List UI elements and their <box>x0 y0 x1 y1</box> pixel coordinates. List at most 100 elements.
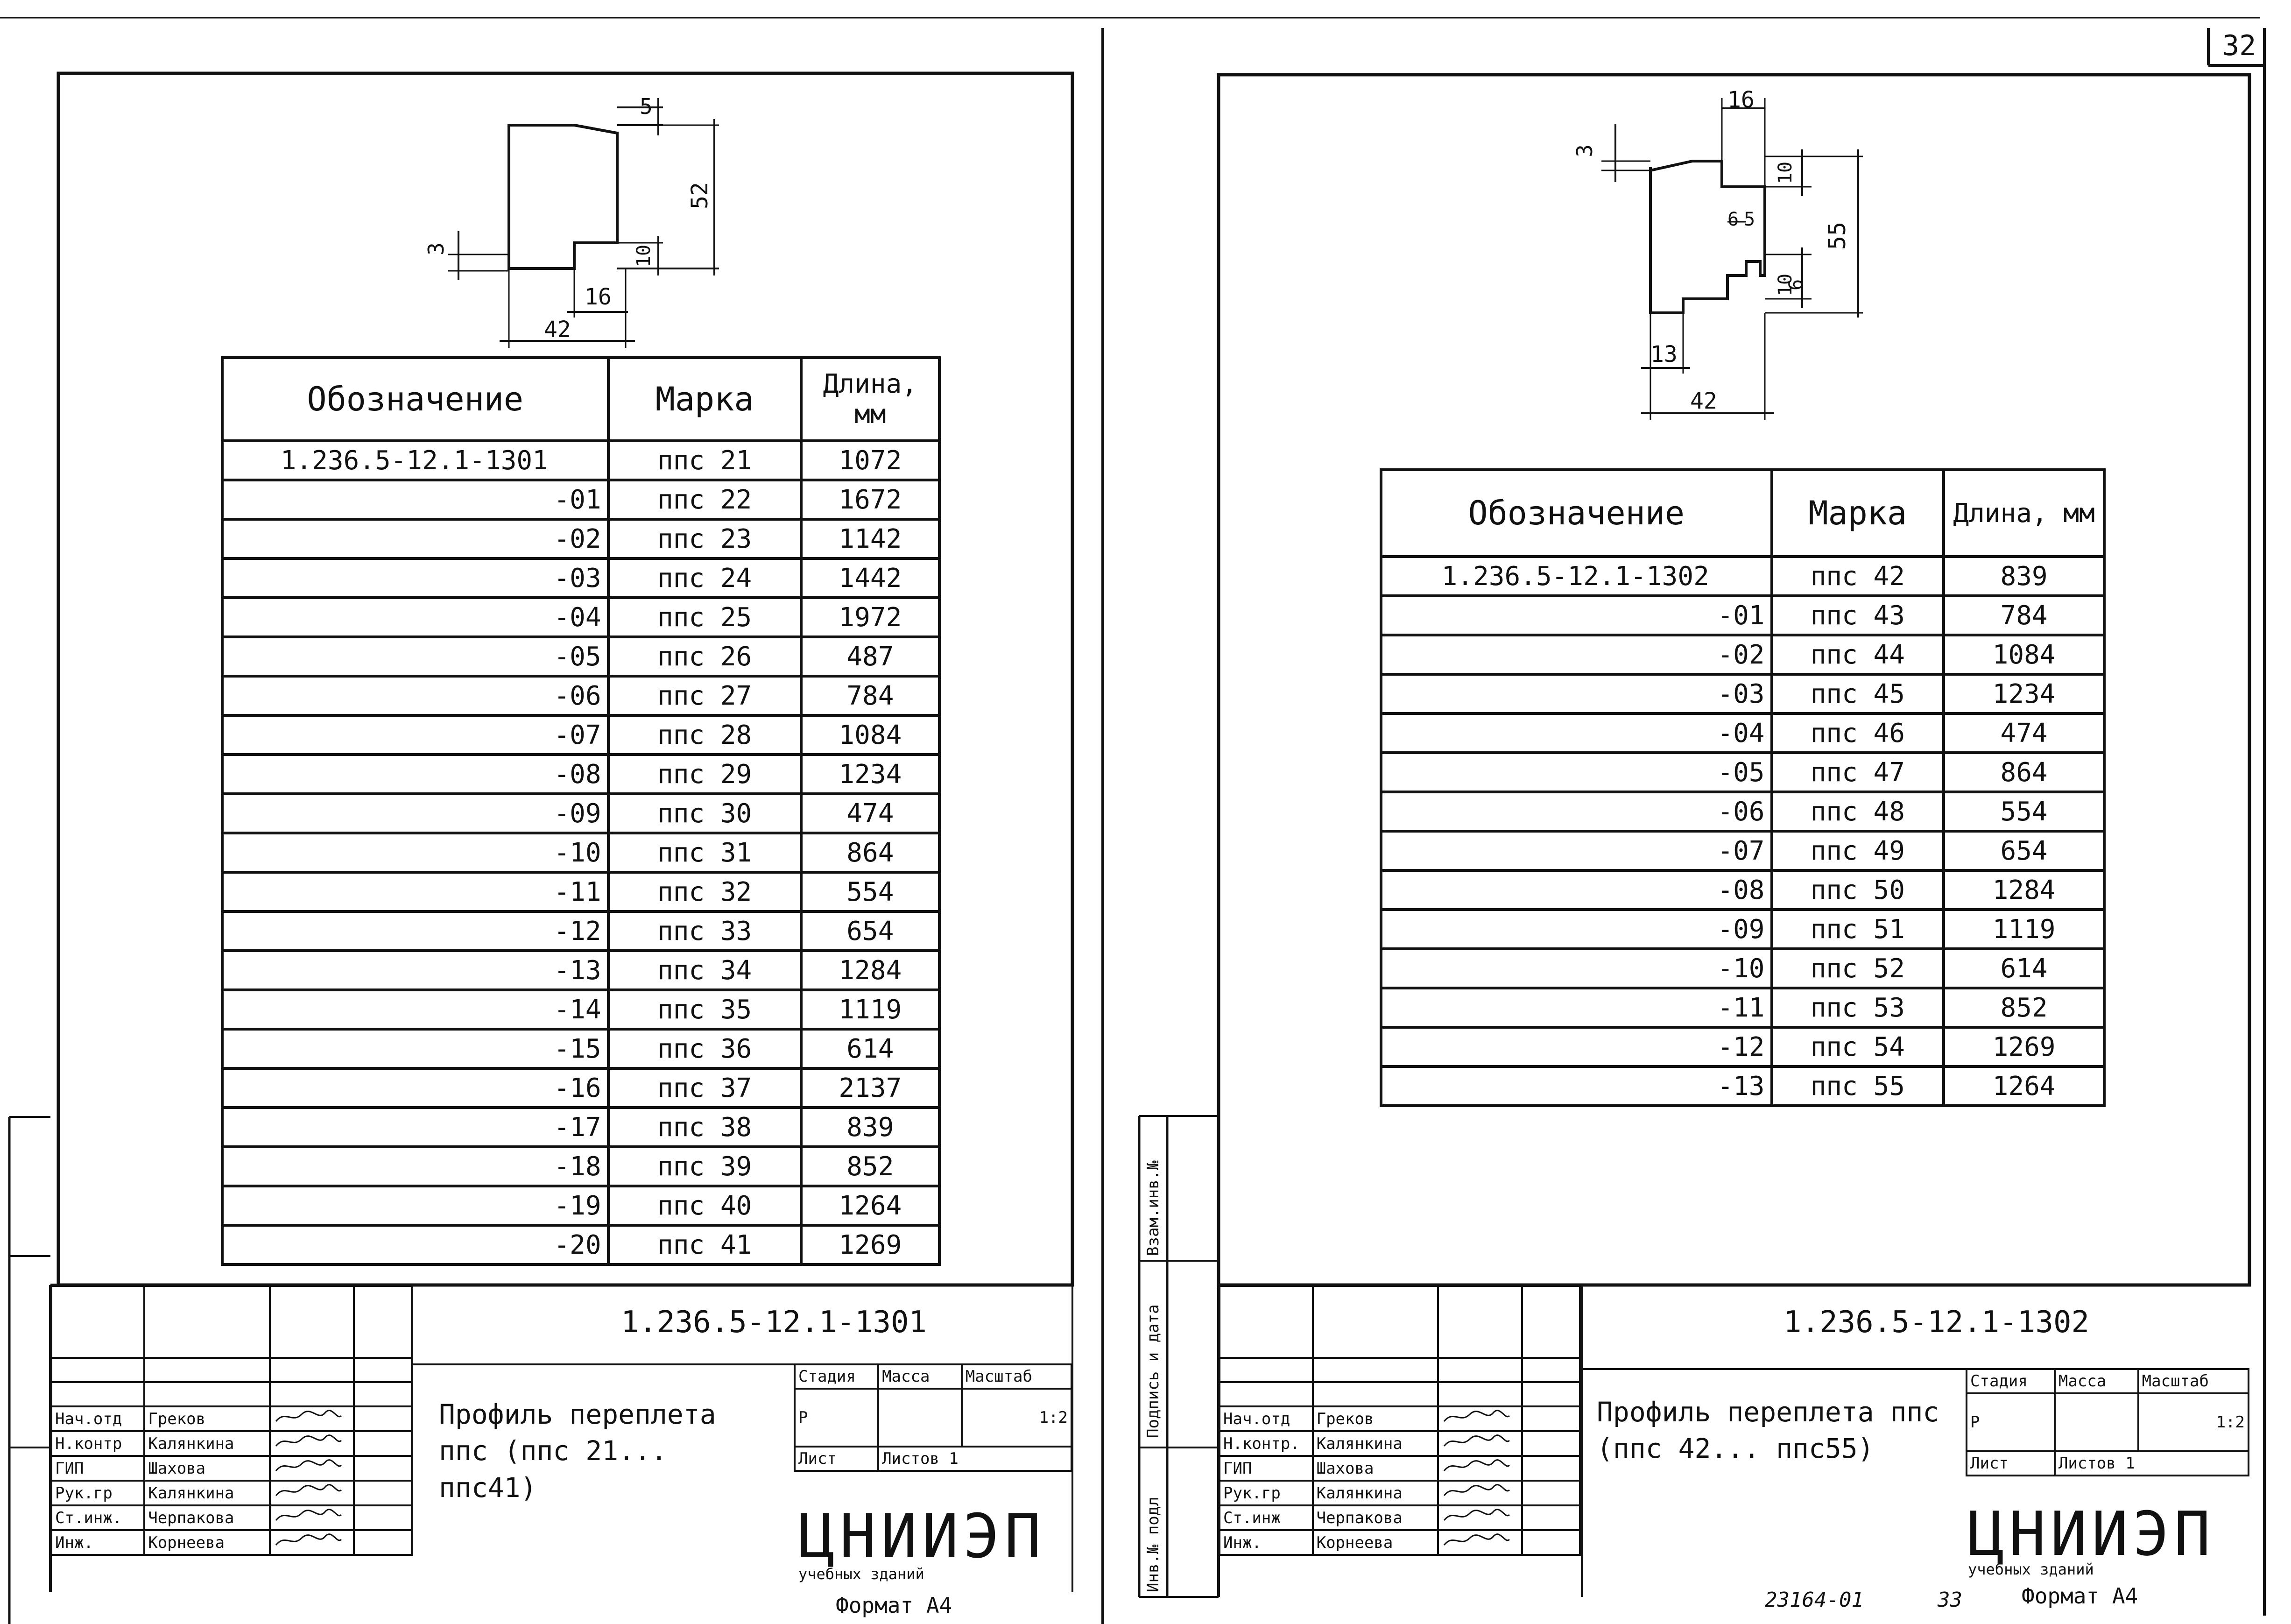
archive-number: 23164-01 <box>1765 1588 1864 1612</box>
name-cell: Греков <box>1311 1405 1439 1432</box>
cell-designation: -11 <box>221 871 610 913</box>
cell-designation: -03 <box>1380 673 1773 715</box>
name-cell: Корнеева <box>143 1529 271 1556</box>
header-length: Длина, мм <box>1942 468 2106 558</box>
cell-length: 784 <box>1942 594 2106 636</box>
cell-length: 852 <box>1942 987 2106 1029</box>
archive-page: 33 <box>1938 1588 1962 1612</box>
cell-mark: ппс 45 <box>1770 673 1946 715</box>
dim-small-w2: 5 <box>1744 209 1755 230</box>
dim-slot-height: 10 <box>633 244 655 268</box>
right-doc-code: 1.236.5-12.1-1302 <box>1783 1305 2090 1340</box>
cell-mark: ппс 44 <box>1770 634 1946 676</box>
left-spec-table: Обозначение Марка Длина, мм 1.236.5-12.1… <box>221 356 941 1266</box>
cell-length: 1084 <box>799 714 941 756</box>
cell-length: 839 <box>799 1106 941 1148</box>
cell-mark: ппс 28 <box>606 714 803 756</box>
cell-length: 1119 <box>799 989 941 1031</box>
stage-label: Стадия <box>793 1363 880 1390</box>
name-cell: Калянкина <box>143 1480 271 1506</box>
cell-mark: ппс 33 <box>606 910 803 952</box>
cell-designation: 1.236.5-12.1-1301 <box>221 439 610 481</box>
signature-cell <box>269 1430 355 1457</box>
cell-length: 1269 <box>799 1224 941 1266</box>
signature-cell <box>1437 1529 1523 1556</box>
cell-mark: ппс 53 <box>1770 987 1946 1029</box>
cell-designation: -05 <box>1380 751 1773 793</box>
date-cell <box>1521 1430 1581 1457</box>
cell-length: 1264 <box>799 1185 941 1227</box>
name-cell: Шахова <box>143 1455 271 1482</box>
cell-designation: -13 <box>221 949 610 991</box>
signature-cell <box>269 1529 355 1556</box>
cell-designation: -07 <box>221 714 610 756</box>
date-cell <box>352 1455 413 1482</box>
dim-top-width: 16 <box>1727 87 1755 113</box>
cell-designation: -04 <box>1380 712 1773 754</box>
cell-length: 1234 <box>1942 673 2106 715</box>
signature-row: Инж.Корнеева <box>1219 1529 1581 1556</box>
cell-length: 614 <box>1942 947 2106 989</box>
cell-mark: ппс 43 <box>1770 594 1946 636</box>
cell-mark: ппс 47 <box>1770 751 1946 793</box>
stage-value: Р <box>1966 1392 2056 1452</box>
cell-designation: -10 <box>221 832 610 874</box>
cell-length: 1142 <box>799 518 941 560</box>
cell-mark: ппс 25 <box>606 596 803 638</box>
cell-length: 487 <box>799 635 941 678</box>
handwritten-signature <box>1444 1509 1510 1521</box>
sheets-label: Листов 1 <box>2053 1450 2250 1476</box>
cell-designation: -16 <box>221 1067 610 1109</box>
signature-row: Ст.инж.Черпакова <box>50 1504 413 1531</box>
date-cell <box>1521 1529 1581 1556</box>
side-label-replaced: Взам.инв.№ <box>1144 1160 1163 1256</box>
cell-length: 1269 <box>1942 1026 2106 1068</box>
cell-length: 1084 <box>1942 634 2106 676</box>
role-cell: Рук.гр <box>50 1480 146 1506</box>
signature-cell <box>269 1504 355 1531</box>
cell-mark: ппс 32 <box>606 871 803 913</box>
signature-cell <box>1437 1455 1523 1482</box>
role-cell: ГИП <box>50 1455 146 1482</box>
handwritten-signature <box>275 1484 342 1496</box>
cell-length: 1264 <box>1942 1065 2106 1107</box>
cell-designation: -06 <box>221 675 610 717</box>
header-length: Длина, мм <box>799 356 941 442</box>
cell-length: 554 <box>1942 791 2106 833</box>
header-mark: Марка <box>606 356 803 442</box>
cell-length: 654 <box>1942 830 2106 872</box>
cell-designation: 1.236.5-12.1-1302 <box>1380 555 1773 597</box>
cell-length: 474 <box>1942 712 2106 754</box>
dim-slot-top: 10 <box>1775 161 1797 184</box>
cell-mark: ппс 26 <box>606 635 803 678</box>
handwritten-signature <box>1444 1484 1510 1496</box>
cell-mark: ппс 41 <box>606 1224 803 1266</box>
cell-designation: -11 <box>1380 987 1773 1029</box>
cell-length: 1072 <box>799 439 941 481</box>
cell-mark: ппс 50 <box>1770 869 1946 911</box>
date-cell <box>1521 1480 1581 1506</box>
left-format: Формат А4 <box>836 1593 952 1618</box>
left-doc-title: Профиль переплета ппс (ппс 21... ппс41) <box>439 1398 716 1504</box>
